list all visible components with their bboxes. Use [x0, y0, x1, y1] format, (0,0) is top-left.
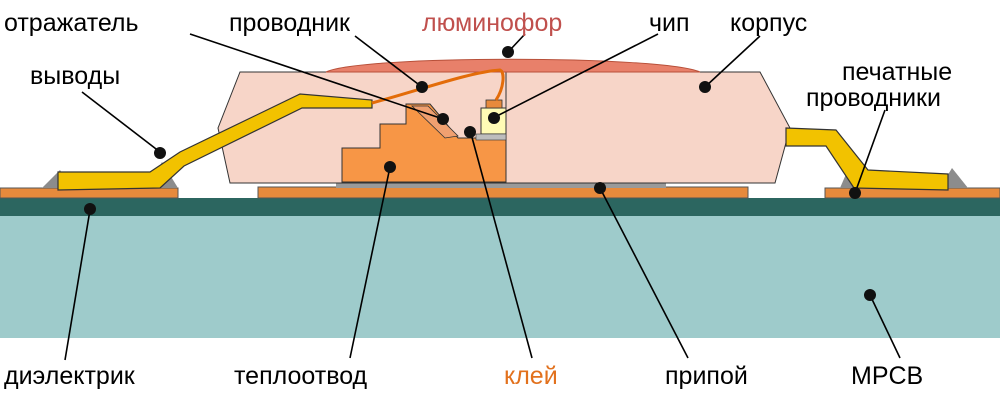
- leader-glue: [469, 129, 533, 359]
- leader-reflector: [189, 33, 444, 120]
- dot-solder: [594, 182, 606, 194]
- leader-conductor: [354, 35, 419, 85]
- label-housing: корпус: [730, 9, 807, 37]
- housing-right: [505, 71, 791, 184]
- lead-left: [57, 93, 373, 191]
- leader-dots: [84, 46, 876, 301]
- leader-heatsink: [349, 166, 391, 359]
- label-dielectric: диэлектрик: [4, 362, 136, 390]
- dot-housing: [699, 81, 711, 93]
- dot-heatsink: [384, 161, 396, 173]
- dot-mpcb: [864, 289, 876, 301]
- leader-housing: [704, 35, 761, 88]
- heatsink: [341, 103, 507, 183]
- label-printed-conductors-line1: печатные: [842, 58, 952, 86]
- label-mpcb: MPCB: [851, 362, 923, 390]
- glue-layer: [475, 133, 507, 141]
- dot-leads: [154, 147, 166, 159]
- dielectric-layer: [0, 198, 1000, 216]
- bond-wire: [371, 68, 505, 105]
- label-printed-conductors-line2: проводники: [806, 84, 941, 112]
- label-reflector: отражатель: [4, 9, 139, 37]
- label-chip: чип: [649, 9, 690, 37]
- leader-chip: [494, 33, 659, 118]
- leader-leads: [81, 91, 161, 153]
- mpcb-substrate: [0, 216, 1000, 338]
- dot-glue: [464, 126, 476, 138]
- printed-conductor-center: [257, 186, 749, 199]
- dot-phosphor: [502, 46, 514, 58]
- solder-under-heatsink: [336, 182, 666, 188]
- dot-printed-conductors: [849, 187, 861, 199]
- label-leads: выводы: [30, 62, 120, 90]
- phosphor-dome: [325, 58, 701, 73]
- dot-chip: [488, 112, 500, 124]
- leader-mpcb: [869, 294, 901, 359]
- label-heatsink: теплоотвод: [234, 362, 368, 390]
- chip-top-contact: [485, 99, 503, 109]
- dot-conductor: [416, 81, 428, 93]
- reflector: [411, 105, 459, 139]
- label-phosphor: люминофор: [422, 9, 562, 37]
- leader-dielectric: [64, 209, 91, 361]
- label-conductor: проводник: [229, 9, 351, 37]
- leader-lines: [64, 33, 901, 361]
- leader-printed-conductors: [854, 109, 886, 194]
- leader-solder: [599, 187, 689, 359]
- label-solder: припой: [665, 362, 748, 390]
- dot-reflector: [437, 113, 449, 125]
- lead-right: [785, 127, 949, 191]
- dot-dielectric: [84, 203, 96, 215]
- leader-phosphor: [509, 33, 526, 51]
- label-glue: клей: [504, 362, 558, 390]
